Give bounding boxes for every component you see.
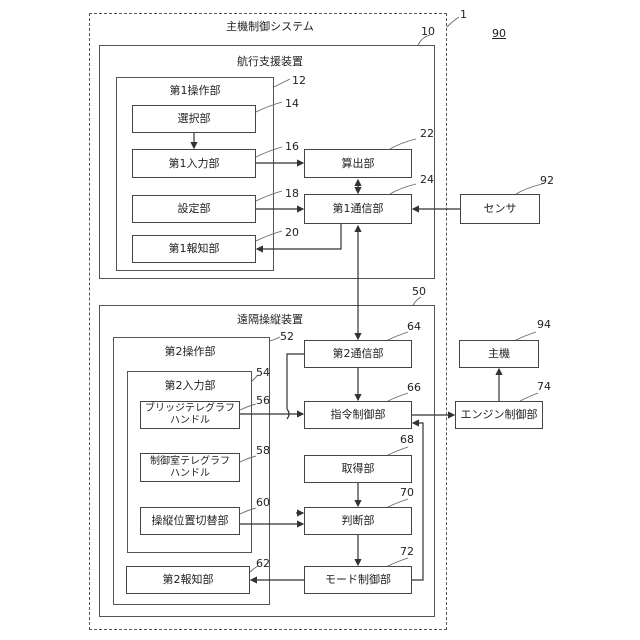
arrow-mode-to-command <box>412 423 423 580</box>
arrow-communication-to-notification <box>257 224 341 249</box>
arrow-second-comm-to-judgment <box>287 354 304 409</box>
